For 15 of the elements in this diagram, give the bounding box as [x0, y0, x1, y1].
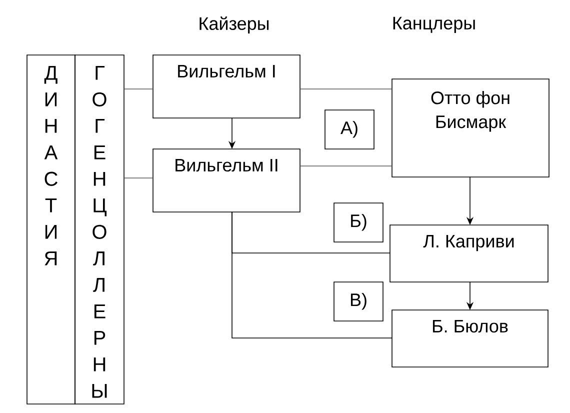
column-header: Канцлеры — [393, 16, 475, 34]
vertical-label-box: Д И Н А С Т И Я — [26, 54, 76, 404]
letter-box: А) — [324, 110, 374, 150]
name-box: Вильгельм I — [152, 54, 300, 118]
letter-box: Б) — [334, 202, 384, 242]
connector-line — [232, 212, 392, 338]
connector-line — [124, 88, 154, 90]
name-box: Б. Бюлов — [392, 310, 548, 368]
connector-line — [300, 88, 392, 90]
name-box: Отто фон Бисмарк — [392, 78, 550, 178]
name-box: Вильгельм II — [152, 148, 300, 212]
letter-box: В) — [334, 282, 384, 322]
column-header: Кайзеры — [200, 16, 269, 34]
vertical-label-box: Г О Г Е Н Ц О Л Л Е Р Н Ы — [74, 54, 124, 404]
name-box: Л. Каприви — [390, 224, 548, 282]
